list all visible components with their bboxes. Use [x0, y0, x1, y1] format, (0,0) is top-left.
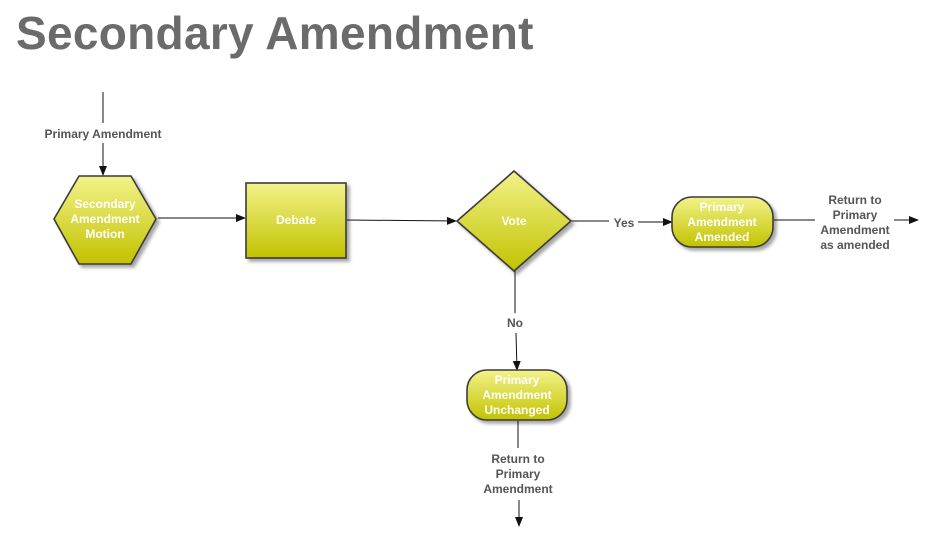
return-amended-label-line-2: Primary — [833, 208, 878, 222]
vote-label: Vote — [501, 214, 526, 228]
unchanged-label-line-3: Unchanged — [484, 403, 549, 417]
motion-label-line-3: Motion — [85, 227, 124, 241]
return-unchanged-label-line-3: Amendment — [483, 482, 552, 496]
amended-label-line-2: Amendment — [687, 215, 756, 229]
no-label-line-1: No — [507, 316, 523, 330]
motion-hexagon[interactable] — [53, 175, 157, 265]
entry-label: Primary Amendment — [45, 127, 162, 141]
debate-label: Debate — [276, 213, 316, 227]
amended-label-line-3: Amended — [695, 230, 750, 244]
vote-label-line-1: Vote — [501, 214, 526, 228]
connector-no-to-unchanged — [512, 332, 521, 371]
return-amended-label-line-4: as amended — [820, 238, 889, 252]
return-amended-label-line-1: Return to — [828, 193, 881, 207]
return-amended-label-line-3: Amendment — [820, 223, 889, 237]
no-label: No — [507, 316, 523, 330]
unchanged-box[interactable] — [466, 369, 568, 421]
motion-label-line-1: Secondary — [74, 197, 136, 211]
vote-diamond[interactable] — [455, 169, 573, 273]
debate-box[interactable] — [245, 182, 347, 259]
motion-label-line-2: Amendment — [70, 212, 139, 226]
unchanged-label-line-1: Primary — [495, 373, 540, 387]
amended-label-line-1: Primary — [700, 200, 745, 214]
page-title: Secondary Amendment — [16, 7, 534, 59]
yes-label-line-1: Yes — [614, 216, 635, 230]
unchanged-label-line-2: Amendment — [482, 388, 551, 402]
entry-label-line-1: Primary Amendment — [45, 127, 162, 141]
debate-label-line-1: Debate — [276, 213, 316, 227]
return-unchanged-label-line-1: Return to — [491, 452, 544, 466]
connector-debate-to-vote — [346, 216, 457, 225]
return-unchanged-label-line-2: Primary — [496, 467, 541, 481]
yes-label: Yes — [614, 216, 635, 230]
amended-box[interactable] — [671, 196, 774, 248]
